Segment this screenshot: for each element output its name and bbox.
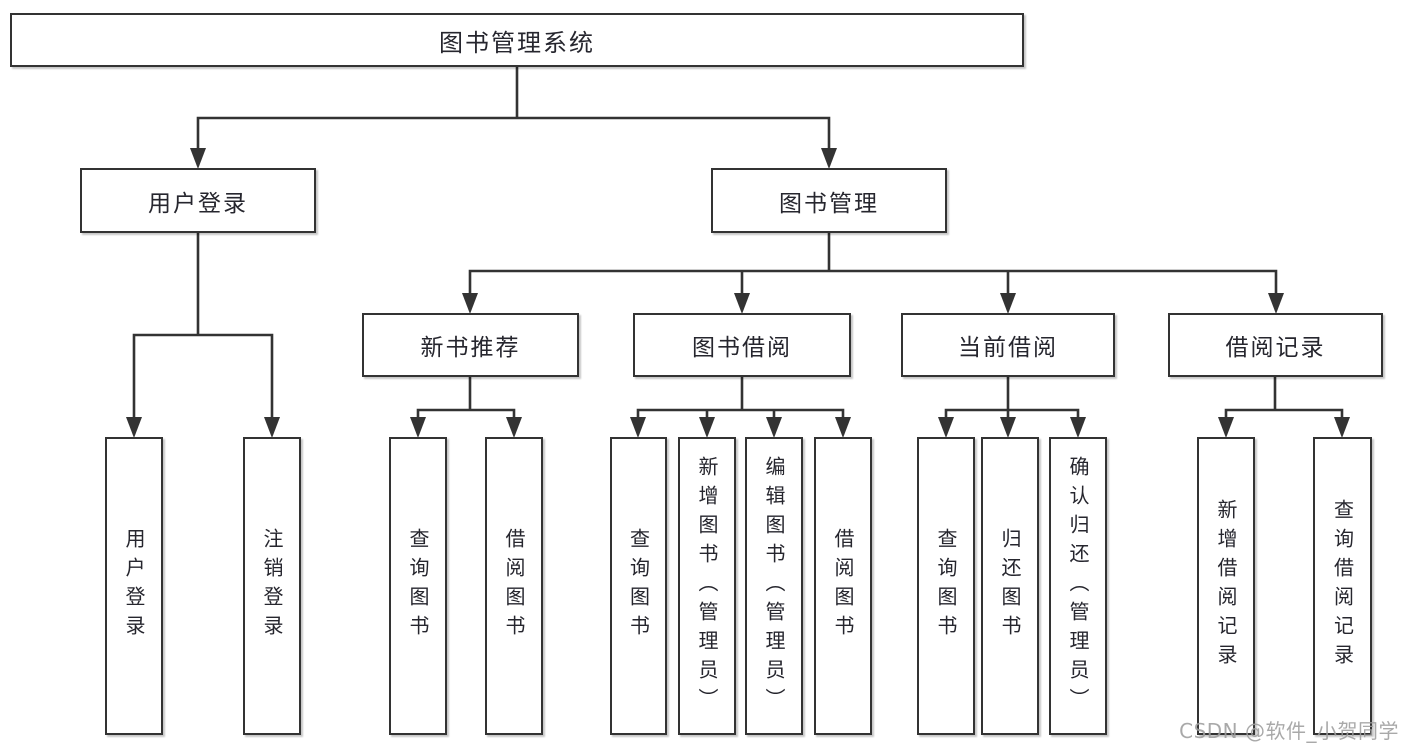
leaf-return-books: 归还图书 <box>981 437 1039 735</box>
leaf-label: 用户登录 <box>122 528 146 644</box>
leaf-label: 归还图书 <box>998 528 1022 644</box>
leaf-query-books-borrowing: 查询图书 <box>610 437 667 735</box>
leaf-label: 注销登录 <box>260 528 284 644</box>
node-label: 新书推荐 <box>420 335 521 361</box>
leaf-label: 查询图书 <box>934 528 958 644</box>
root-node-library-system: 图书管理系统 <box>10 13 1024 67</box>
node-label: 用户登录 <box>148 190 248 217</box>
node-borrowing-records: 借阅记录 <box>1168 313 1383 377</box>
leaf-query-books-current: 查询图书 <box>917 437 975 735</box>
node-user-login: 用户登录 <box>80 168 316 233</box>
leaf-label: 编辑图书（管理员） <box>762 455 786 717</box>
node-current-borrowing: 当前借阅 <box>901 313 1115 377</box>
leaf-query-borrow-record: 查询借阅记录 <box>1313 437 1372 735</box>
leaf-user-login: 用户登录 <box>105 437 163 735</box>
leaf-label: 借阅图书 <box>502 528 526 644</box>
leaf-label: 查询图书 <box>406 528 430 644</box>
leaf-label: 借阅图书 <box>831 528 855 644</box>
leaf-borrow-books-borrowing: 借阅图书 <box>814 437 872 735</box>
leaf-confirm-return-admin: 确认归还（管理员） <box>1049 437 1107 735</box>
node-label: 借阅记录 <box>1225 335 1326 361</box>
leaf-label: 新增借阅记录 <box>1214 499 1238 673</box>
leaf-edit-books-admin: 编辑图书（管理员） <box>745 437 803 735</box>
node-label: 图书借阅 <box>692 335 792 361</box>
node-new-book-recommendation: 新书推荐 <box>362 313 579 377</box>
leaf-logout: 注销登录 <box>243 437 301 735</box>
root-node-label: 图书管理系统 <box>439 28 595 57</box>
leaf-add-books-admin: 新增图书（管理员） <box>678 437 736 735</box>
leaf-borrow-books-recommend: 借阅图书 <box>485 437 543 735</box>
leaf-query-books-recommend: 查询图书 <box>389 437 447 735</box>
csdn-watermark: CSDN @软件_小贺同学 <box>1179 719 1399 743</box>
node-book-borrowing: 图书借阅 <box>633 313 851 377</box>
leaf-label: 查询借阅记录 <box>1330 499 1355 673</box>
node-book-management: 图书管理 <box>711 168 947 233</box>
leaf-label: 新增图书（管理员） <box>695 455 719 717</box>
node-label: 当前借阅 <box>958 335 1058 361</box>
node-label: 图书管理 <box>779 190 879 217</box>
leaf-label: 查询图书 <box>626 528 651 644</box>
leaf-add-borrow-record: 新增借阅记录 <box>1197 437 1255 735</box>
leaf-label: 确认归还（管理员） <box>1066 455 1090 717</box>
